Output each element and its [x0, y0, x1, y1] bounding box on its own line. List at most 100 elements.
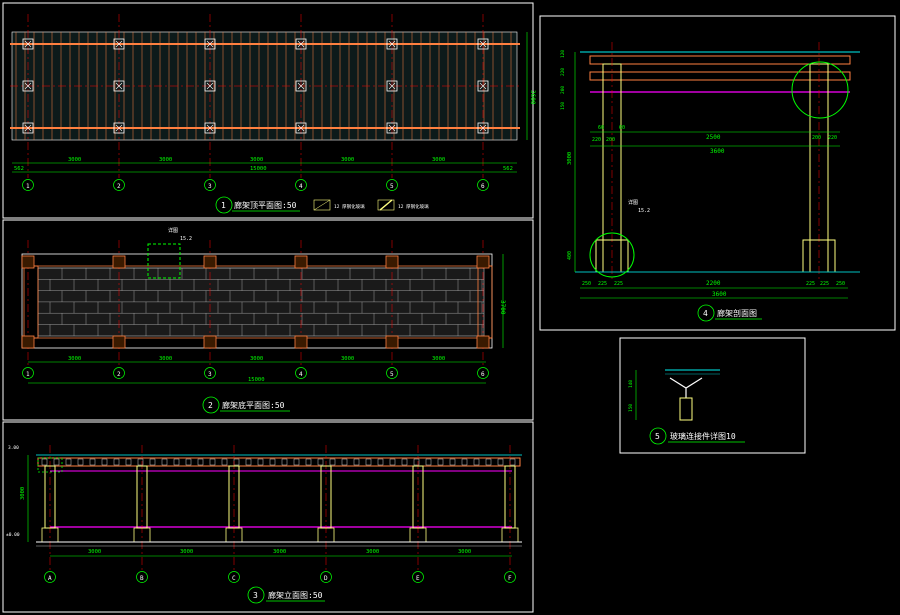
- sec-beam-top: [589, 55, 851, 65]
- roof-post: [386, 80, 398, 92]
- base-post: [21, 335, 35, 349]
- legend-hatch-1: [313, 199, 331, 211]
- elev-beam-block: [353, 458, 360, 466]
- legend-swatch-1: [313, 199, 331, 211]
- elev-axis-label: F: [508, 575, 512, 582]
- sec-dim-top-b: 220: [828, 135, 837, 141]
- title-text-1: 廊架顶平面图:50: [234, 200, 297, 210]
- roof-post: [386, 38, 398, 50]
- elev-beam-block: [293, 458, 300, 466]
- sec-dim-base-b2: 225: [820, 281, 829, 287]
- title-main-5: 玻璃连接件详图: [670, 431, 726, 441]
- roof-post: [204, 122, 216, 134]
- elev-axis-label: B: [140, 575, 144, 582]
- elev-beam-block: [389, 458, 396, 466]
- base-post: [294, 335, 308, 349]
- sec-dim-base-total: 3600: [712, 291, 727, 298]
- roof-dim-bay-2: 3000: [159, 157, 172, 163]
- roof-post-cross: [24, 124, 32, 132]
- base-axis-label: 5: [390, 371, 394, 378]
- elev-axis-label: A: [48, 575, 52, 582]
- title-no-4: 4: [703, 309, 708, 318]
- elev-beam-block: [113, 458, 120, 466]
- elev-level-ground: ±0.00: [6, 532, 20, 538]
- elev-beam-blocks: [41, 458, 516, 466]
- roof-post: [295, 80, 307, 92]
- base-axis-bubble: [295, 367, 307, 379]
- base-post: [385, 255, 399, 269]
- roof-post-cross: [206, 82, 214, 90]
- title-scale-3: :50: [308, 591, 323, 600]
- elev-beam-block: [401, 458, 408, 466]
- paving-pattern: [37, 267, 484, 336]
- roof-post: [477, 38, 489, 50]
- sec-dim-vert-1: 120: [560, 50, 566, 58]
- sec-dim-vert-4: 150: [560, 102, 566, 110]
- roof-axis-label: 4: [299, 183, 303, 190]
- title-no-1: 1: [221, 201, 226, 210]
- frame-top-plan: [2, 2, 534, 219]
- elev-beam-block: [365, 458, 372, 466]
- legend-hatch-2: [379, 199, 393, 211]
- elev-beam-block: [221, 458, 228, 466]
- base-post: [294, 255, 308, 269]
- roof-post-cross: [479, 40, 487, 48]
- roof-dim-edge-right: 562: [503, 166, 513, 172]
- elev-beam-block: [437, 458, 444, 466]
- elev-beam-block: [425, 458, 432, 466]
- elev-beam-block: [41, 458, 48, 466]
- det-dim-1: 140: [628, 380, 634, 388]
- section: 220 60 200 60 2500 200 220 3600 3000 400…: [560, 42, 860, 322]
- elev-beam-block: [89, 458, 96, 466]
- title-text-5: 玻璃连接件详图10: [670, 431, 736, 441]
- base-post: [21, 255, 35, 269]
- title-main-1: 廊架顶平面图: [234, 200, 282, 210]
- sec-dim-top-d-right: 200: [812, 135, 821, 141]
- roof-axis-bubble: [386, 179, 398, 191]
- roof-post: [113, 80, 125, 92]
- roof-post: [386, 122, 398, 134]
- sec-dim-base-a: 250: [582, 281, 591, 287]
- roof-posts: [22, 14, 489, 178]
- elev-beam-block: [245, 458, 252, 466]
- base-post: [385, 335, 399, 349]
- elev-axis-bubble: [228, 571, 240, 583]
- roof-axis-bubble: [113, 179, 125, 191]
- base-border-left: [23, 265, 39, 339]
- elev-level-top: 3.00: [8, 445, 19, 451]
- elev-beam-block: [497, 458, 504, 466]
- base-post: [203, 335, 217, 349]
- base-axis-label: 2: [117, 371, 121, 378]
- frame-detail: [619, 337, 806, 454]
- elev-beam-block: [137, 458, 144, 466]
- title-text-3: 廊架立面图:50: [268, 590, 323, 600]
- base-dim-total: 15000: [248, 377, 265, 383]
- roof-dim-depth: 3600: [529, 90, 536, 105]
- roof-post: [477, 80, 489, 92]
- roof-post: [22, 122, 34, 134]
- roof-axis-label: 2: [117, 183, 121, 190]
- title-text-2: 廊架底平面图:50: [222, 400, 285, 410]
- elev-axis-label: C: [232, 575, 236, 582]
- base-dim-bay-3: 3000: [250, 356, 263, 362]
- elev-dim-bay-1: 3000: [88, 549, 101, 555]
- elev-beam-block: [149, 458, 156, 466]
- sec-dim-base-b: 225: [598, 281, 607, 287]
- roof-post-cross: [206, 124, 214, 132]
- title-bubble-3: [247, 586, 265, 604]
- elev-beam-block: [413, 458, 420, 466]
- elevation: 3000 3.00 ±0.00 3000 3000 3000 3000 3000…: [6, 445, 522, 604]
- base-axis-label: 3: [208, 371, 212, 378]
- roof-dim-bay-3: 3000: [250, 157, 263, 163]
- roof-post: [113, 122, 125, 134]
- elev-beam-block: [485, 458, 492, 466]
- title-no-2: 2: [208, 401, 213, 410]
- sec-dim-top-a: 220: [592, 137, 601, 143]
- roof-post-cross: [24, 40, 32, 48]
- elev-beam-block: [233, 458, 240, 466]
- title-main-3: 廊架立面图: [268, 590, 308, 600]
- title-no-5: 5: [655, 432, 660, 441]
- base-axis-bubble: [113, 367, 125, 379]
